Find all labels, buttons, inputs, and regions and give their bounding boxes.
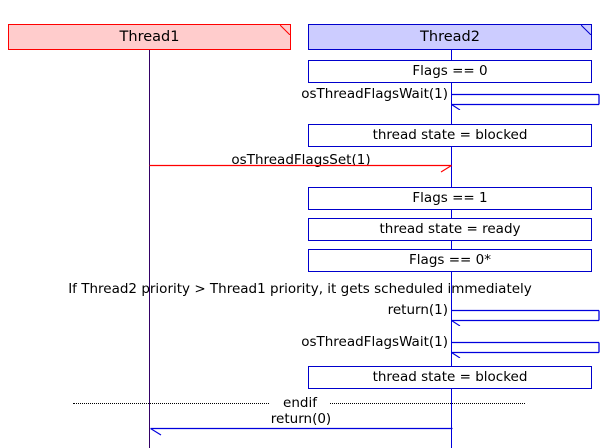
annotation-priority-note: If Thread2 priority > Thread1 priority, …: [68, 281, 532, 297]
lifeline-thread1: [149, 50, 150, 448]
note-flags-equals-1: Flags == 1: [308, 187, 592, 210]
note-dogear-icon: [581, 25, 591, 35]
message-label-osthreadflagswait-1-second: osThreadFlagsWait(1): [301, 334, 448, 350]
note-flags-equals-0-star: Flags == 0*: [308, 249, 592, 272]
message-label-return-1: return(1): [387, 302, 448, 318]
self-message-return-1[interactable]: [451, 306, 600, 326]
participant-thread1[interactable]: Thread1: [8, 24, 291, 50]
participant-thread2[interactable]: Thread2: [308, 24, 592, 50]
note-dogear-icon: [280, 25, 290, 35]
message-label-osthreadflagswait-1-first: osThreadFlagsWait(1): [301, 86, 448, 102]
message-arrow-return-0[interactable]: [149, 423, 453, 437]
message-label-osthreadflagsset-1: osThreadFlagsSet(1): [231, 152, 371, 168]
message-arrow-osthreadflagsset-1[interactable]: [149, 160, 453, 174]
self-message-osthreadflagswait-1-second[interactable]: [451, 338, 600, 358]
message-label-return-0: return(0): [270, 411, 332, 427]
note-thread-state-blocked-first: thread state = blocked: [308, 124, 592, 147]
note-flags-equals-0: Flags == 0: [308, 60, 592, 83]
note-thread-state-blocked-second: thread state = blocked: [308, 366, 592, 389]
fragment-endif-label: endif: [270, 395, 330, 411]
participant-thread2-label: Thread2: [420, 29, 480, 45]
self-message-osthreadflagswait-1-first[interactable]: [451, 90, 600, 110]
participant-thread1-label: Thread1: [119, 29, 180, 45]
note-thread-state-ready: thread state = ready: [308, 218, 592, 241]
